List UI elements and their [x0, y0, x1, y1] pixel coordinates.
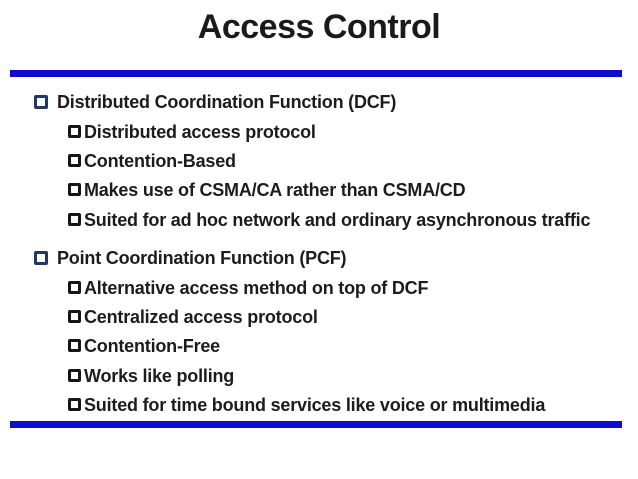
list-item: Distributed access protocol — [0, 117, 638, 146]
list-item-text: Alternative access method on top of DCF — [84, 277, 429, 298]
list-item-text: Contention-Based — [84, 150, 236, 171]
checkbox-bullet-icon — [68, 368, 81, 382]
list-item: Centralized access protocol — [0, 303, 638, 332]
list-item-text: Contention-Free — [84, 336, 220, 357]
checkbox-bullet-icon — [68, 398, 81, 412]
checkbox-bullet-icon — [68, 153, 81, 167]
list-item: Makes use of CSMA/CA rather than CSMA/CD — [0, 176, 638, 205]
checkbox-bullet-icon — [68, 339, 81, 353]
checkbox-bullet-icon — [68, 212, 81, 226]
checkbox-bullet-icon — [68, 124, 81, 138]
checkbox-bullet-icon — [68, 280, 81, 294]
slide-title: Access Control — [197, 8, 441, 46]
list-item-text: Works like polling — [84, 365, 235, 386]
checkbox-bullet-icon — [68, 183, 81, 197]
checkbox-bullet-icon — [68, 309, 81, 323]
list-item-text: Point Coordination Function (PCF) — [57, 248, 347, 269]
list-item: Alternative access method on top of DCF — [0, 273, 638, 302]
list-item: Suited for ad hoc network and ordinary a… — [0, 206, 638, 235]
list-item: Contention-Free — [0, 332, 638, 361]
footer-divider-rule — [10, 421, 622, 428]
list-item: Suited for time bound services like voic… — [0, 391, 638, 420]
list-item-text: Distributed Coordination Function (DCF) — [57, 92, 397, 113]
title-divider-rule — [10, 70, 622, 77]
list-item-text: Distributed access protocol — [84, 121, 316, 142]
checkbox-bullet-icon — [34, 250, 48, 265]
list-item: Works like polling — [0, 362, 638, 391]
list-item-text: Suited for ad hoc network and ordinary a… — [84, 209, 591, 230]
bullet-list: Distributed Coordination Function (DCF) … — [0, 88, 638, 420]
list-item-text: Suited for time bound services like voic… — [84, 395, 546, 416]
list-item-text: Centralized access protocol — [84, 306, 318, 327]
checkbox-bullet-icon — [34, 94, 48, 109]
list-item: Distributed Coordination Function (DCF) — [0, 88, 638, 117]
list-item: Contention-Based — [0, 147, 638, 176]
list-item-text: Makes use of CSMA/CA rather than CSMA/CD — [84, 180, 466, 201]
list-item: Point Coordination Function (PCF) — [0, 244, 638, 273]
